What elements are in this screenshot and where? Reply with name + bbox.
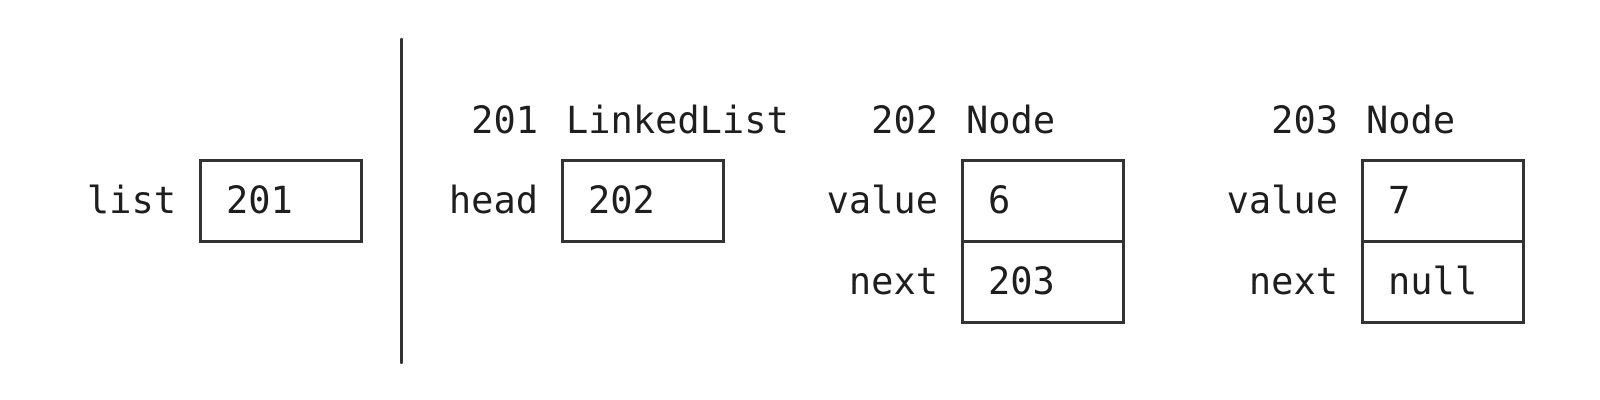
variable-name-list: list [86, 179, 176, 222]
object-address-201: 201 [471, 99, 538, 142]
object-type-linkedlist: LinkedList [566, 99, 789, 142]
field-value-next: 203 [988, 260, 1055, 303]
field-cell-next: 203 [961, 240, 1125, 324]
field-name-next: next [1248, 260, 1338, 303]
field-name-next: next [848, 260, 938, 303]
field-value-next: null [1388, 260, 1478, 303]
field-cell-value: 7 [1361, 159, 1525, 243]
field-name-value: value [1226, 179, 1338, 222]
field-name-value: value [826, 179, 938, 222]
stack-heap-divider [400, 38, 403, 364]
object-type-node: Node [1366, 99, 1456, 142]
field-cell-head: 202 [561, 159, 725, 243]
object-type-node: Node [966, 99, 1056, 142]
field-value-value: 7 [1388, 179, 1411, 222]
object-address-202: 202 [871, 99, 938, 142]
variable-cell-list: 201 [199, 159, 363, 243]
field-value-head: 202 [588, 179, 655, 222]
object-address-203: 203 [1271, 99, 1338, 142]
variable-value: 201 [226, 179, 293, 222]
field-cell-next: null [1361, 240, 1525, 324]
field-cell-value: 6 [961, 159, 1125, 243]
field-value-value: 6 [988, 179, 1011, 222]
field-name-head: head [448, 179, 538, 222]
